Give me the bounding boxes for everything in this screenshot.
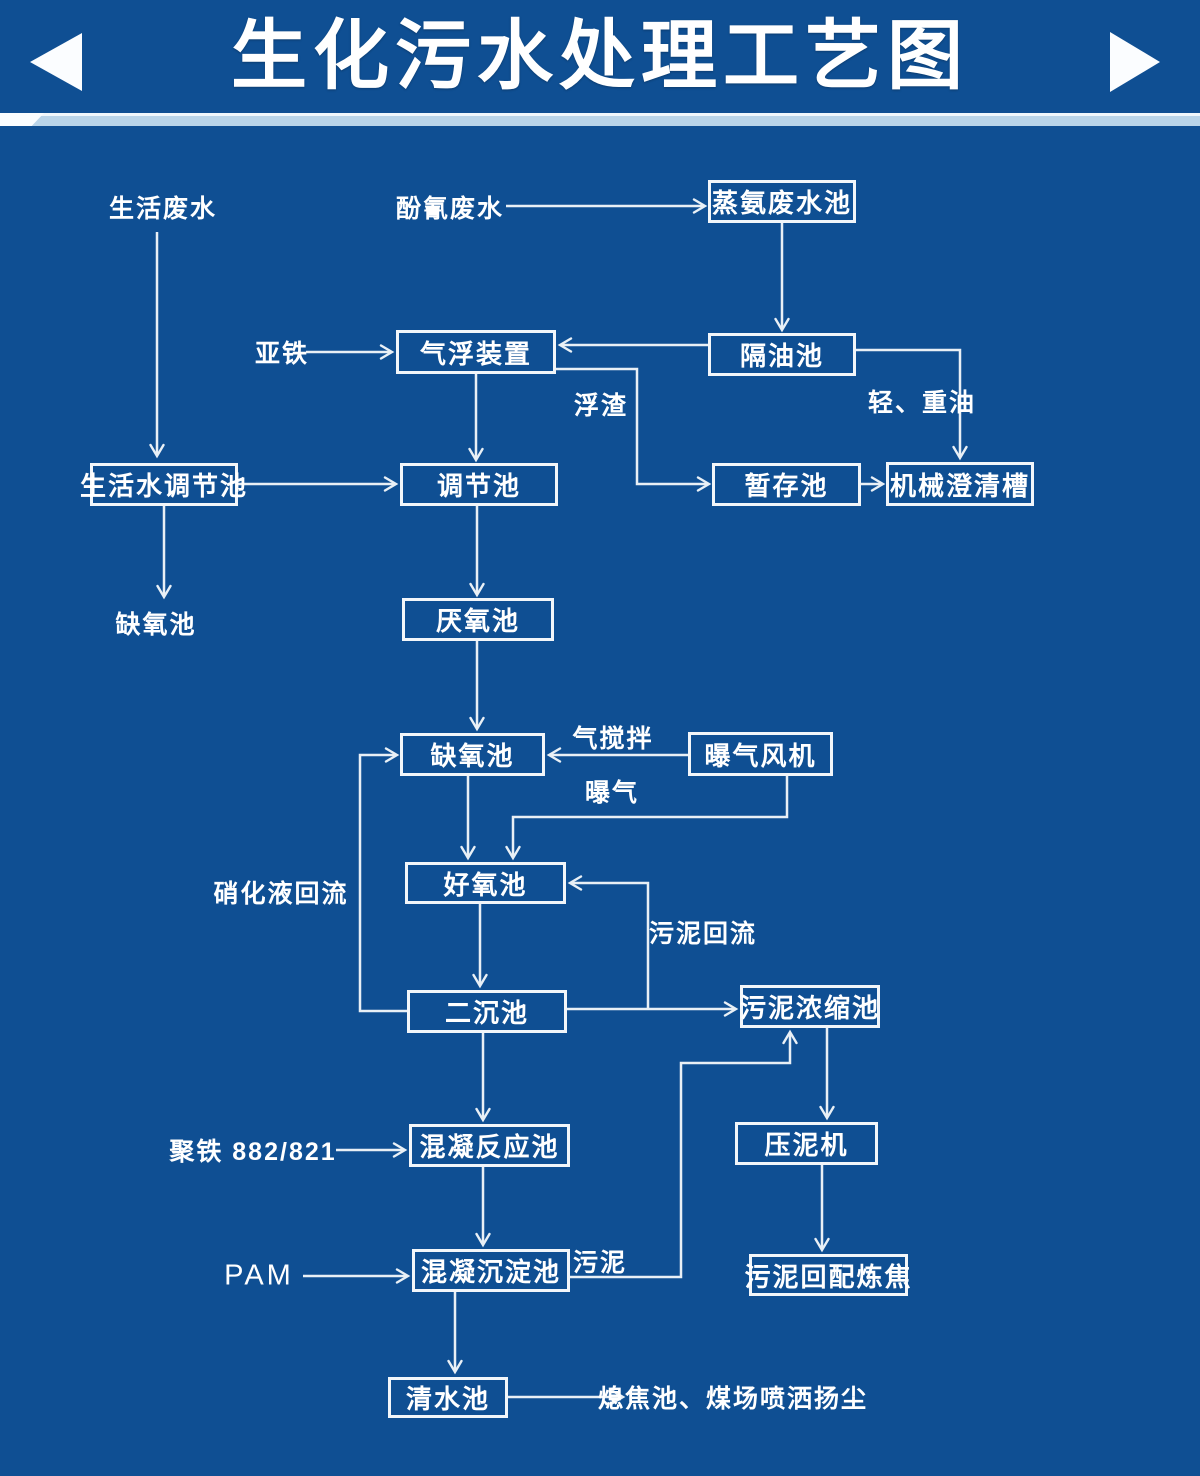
label-phenol-cyanide-wastewater: 酚氰废水 [395, 195, 505, 223]
edge-aeration-to-aerobic [505, 776, 789, 861]
box-sludge-recycled-to-coking: 污泥回配炼焦 [745, 1254, 911, 1296]
label-ferrous: 亚铁 [254, 340, 310, 368]
box-anaerobic-pool: 厌氧池 [402, 598, 554, 641]
label-domestic-wastewater: 生活废水 [108, 195, 218, 223]
label-scum: 浮渣 [573, 392, 629, 420]
page-title: 生化污水处理工艺图 [231, 13, 969, 99]
box-clean-water-pool: 清水池 [388, 1377, 508, 1418]
box-secondary-sedimentation-pool: 二沉池 [407, 990, 567, 1033]
box-aeration-blower: 曝气风机 [688, 732, 833, 776]
box-steam-ammonia-wastewater-pool: 蒸氨废水池 [708, 180, 856, 223]
box-temporary-storage-pool: 暂存池 [712, 463, 861, 506]
title-bar: 生化污水处理工艺图 [0, 0, 1200, 113]
label-sludge-return: 污泥回流 [648, 920, 758, 948]
label-coke-quench-coal-yard-spray: 熄焦池、煤场喷洒扬尘 [597, 1385, 869, 1413]
label-sludge: 污泥 [572, 1249, 628, 1277]
label-air-stirring: 气搅拌 [572, 725, 654, 753]
box-aerobic-pool: 好氧池 [405, 862, 566, 904]
box-coagulation-reaction-pool: 混凝反应池 [409, 1124, 570, 1167]
label-poly-ferric-dose: 聚铁 882/821 [169, 1138, 337, 1166]
label-aeration: 曝气 [584, 779, 640, 807]
header-divider [0, 113, 1200, 126]
box-domestic-water-regulating-pool: 生活水调节池 [80, 463, 246, 506]
label-pam-dose: PAM [224, 1259, 294, 1292]
edge-sludge-return [567, 875, 650, 1009]
box-anoxic-pool: 缺氧池 [400, 733, 545, 776]
box-sludge-thickening-pool: 污泥浓缩池 [740, 985, 880, 1028]
edge-nitrification-return [358, 747, 407, 1013]
box-air-flotation-unit: 气浮装置 [396, 330, 556, 374]
box-regulating-pool: 调节池 [400, 463, 558, 506]
box-mechanical-clarifier: 机械澄清槽 [886, 462, 1034, 506]
label-nitrification-liquid-return: 硝化液回流 [213, 880, 349, 908]
box-sludge-press: 压泥机 [735, 1122, 878, 1165]
edge-oils-to-clarifier [856, 348, 968, 461]
edge-sludge-to-thickener [570, 1029, 798, 1279]
label-anoxic-pool-text: 缺氧池 [115, 611, 197, 639]
box-oil-separation-pool: 隔油池 [708, 333, 856, 376]
label-light-heavy-oil: 轻、重油 [867, 389, 977, 417]
edge-scum-to-temp-storage [556, 367, 712, 492]
box-coagulation-sedimentation-pool: 混凝沉淀池 [412, 1249, 570, 1292]
